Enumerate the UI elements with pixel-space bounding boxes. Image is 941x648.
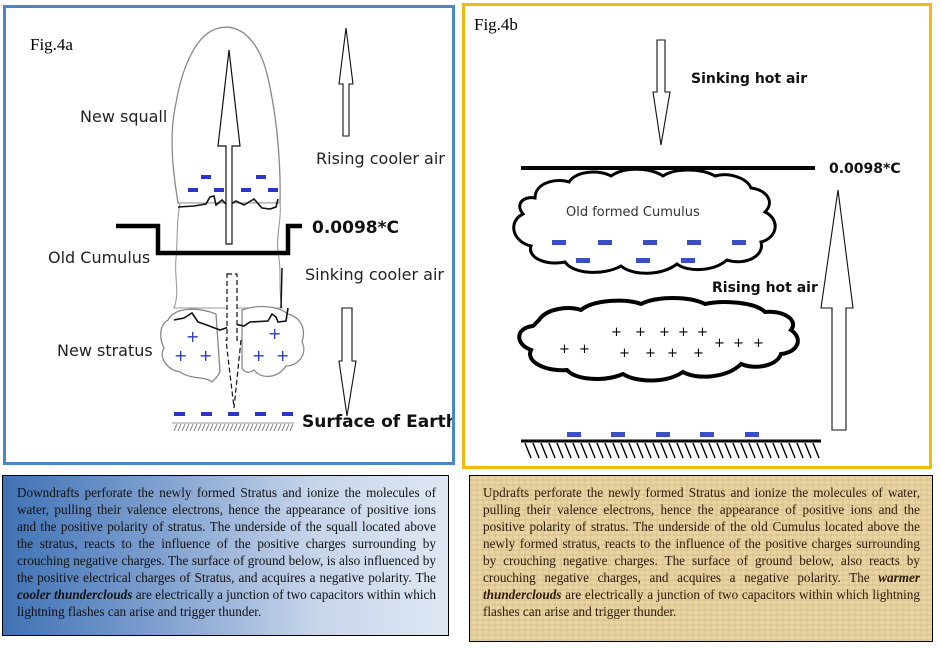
figure-4b-panel: Fig.4b Sinking hot air 0.0098*C Old form… [462, 3, 932, 469]
sinking-cooler-air-label: Sinking cooler air [305, 265, 444, 284]
svg-text:+: + [733, 336, 744, 351]
svg-text:+: + [252, 346, 265, 365]
temperature-label-a: 0.0098*C [312, 218, 399, 238]
figure-4a-diagram: Fig.4a + + [30, 26, 452, 432]
cumulus-negative-charges [552, 240, 746, 263]
sinking-hot-air-label: Sinking hot air [691, 71, 807, 87]
new-stratus-cloud-left [160, 308, 221, 383]
rising-cooler-air-label: Rising cooler air [316, 149, 445, 168]
svg-text:+: + [619, 346, 630, 361]
svg-text:+: + [714, 336, 725, 351]
temperature-boundary-line [116, 223, 302, 256]
svg-text:+: + [611, 325, 622, 340]
figure-4b-label: Fig.4b [474, 15, 518, 34]
new-stratus-label: New stratus [57, 341, 153, 360]
rising-hot-air-arrow-icon [820, 189, 854, 431]
svg-text:+: + [559, 342, 570, 357]
old-cumulus-column [173, 202, 283, 309]
figure-4a-panel: Fig.4a + + [3, 5, 455, 465]
svg-text:+: + [693, 346, 704, 361]
svg-text:+: + [186, 327, 199, 346]
svg-text:+: + [697, 325, 708, 340]
svg-text:+: + [667, 346, 678, 361]
ground-negative-charges-a [174, 412, 293, 416]
cumulus-side-edge [280, 267, 283, 309]
svg-text:+: + [753, 336, 764, 351]
caption-b-text-end: are electrically a junction of two capac… [483, 587, 920, 619]
svg-text:+: + [635, 325, 646, 340]
caption-b-emphasis: warmer thunderclouds [483, 570, 920, 602]
figure-4b-diagram: Fig.4b Sinking hot air 0.0098*C Old form… [474, 15, 901, 459]
caption-a-text: Downdrafts perforate the newly formed St… [17, 485, 436, 585]
svg-text:+: + [579, 342, 590, 357]
sinking-arrow-icon [225, 273, 242, 409]
earth-surface-hatching-a [172, 422, 294, 432]
svg-text:+: + [174, 346, 187, 365]
old-cumulus-label: Old Cumulus [48, 248, 150, 267]
new-squall-label: New squall [80, 107, 167, 126]
figure-4b-caption: Updrafts perforate the newly formed Stra… [469, 475, 933, 642]
svg-text:+: + [645, 346, 656, 361]
temperature-label-b: 0.0098*C [829, 161, 901, 177]
svg-text:+: + [659, 325, 670, 340]
stratus-positive-charges: + + + + + + [174, 324, 289, 365]
svg-text:+: + [268, 324, 281, 343]
squall-negative-charges [188, 175, 278, 192]
new-stratus-cloud-b [517, 296, 800, 383]
surface-of-earth-label: Surface of Earth [302, 412, 452, 432]
rising-hot-air-label: Rising hot air [712, 280, 818, 296]
figure-4a-caption: Downdrafts perforate the newly formed St… [2, 475, 449, 636]
new-stratus-cloud-right [241, 305, 305, 377]
rising-cooler-air-arrow-icon [338, 27, 354, 137]
sinking-cooler-air-arrow-icon [338, 307, 357, 417]
svg-text:+: + [199, 346, 212, 365]
rising-arrow-icon [217, 49, 241, 245]
svg-text:+: + [678, 325, 689, 340]
caption-a-emphasis: cooler thunderclouds [17, 587, 133, 602]
figure-4a-label: Fig.4a [30, 35, 73, 54]
old-formed-cumulus-label: Old formed Cumulus [566, 205, 700, 220]
svg-text:+: + [276, 346, 289, 365]
stratus-positive-charges-b: + + + + + + + + + + + + + + [559, 325, 764, 361]
ground-negative-charges-b [567, 432, 759, 437]
caption-b-text: Updrafts perforate the newly formed Stra… [483, 485, 920, 585]
caption-a-text-end: are electrically a junction of two capac… [17, 587, 436, 619]
earth-surface-hatching-b [521, 439, 821, 459]
old-formed-cumulus-cloud [512, 167, 777, 275]
sinking-hot-air-arrow-icon [652, 39, 671, 146]
